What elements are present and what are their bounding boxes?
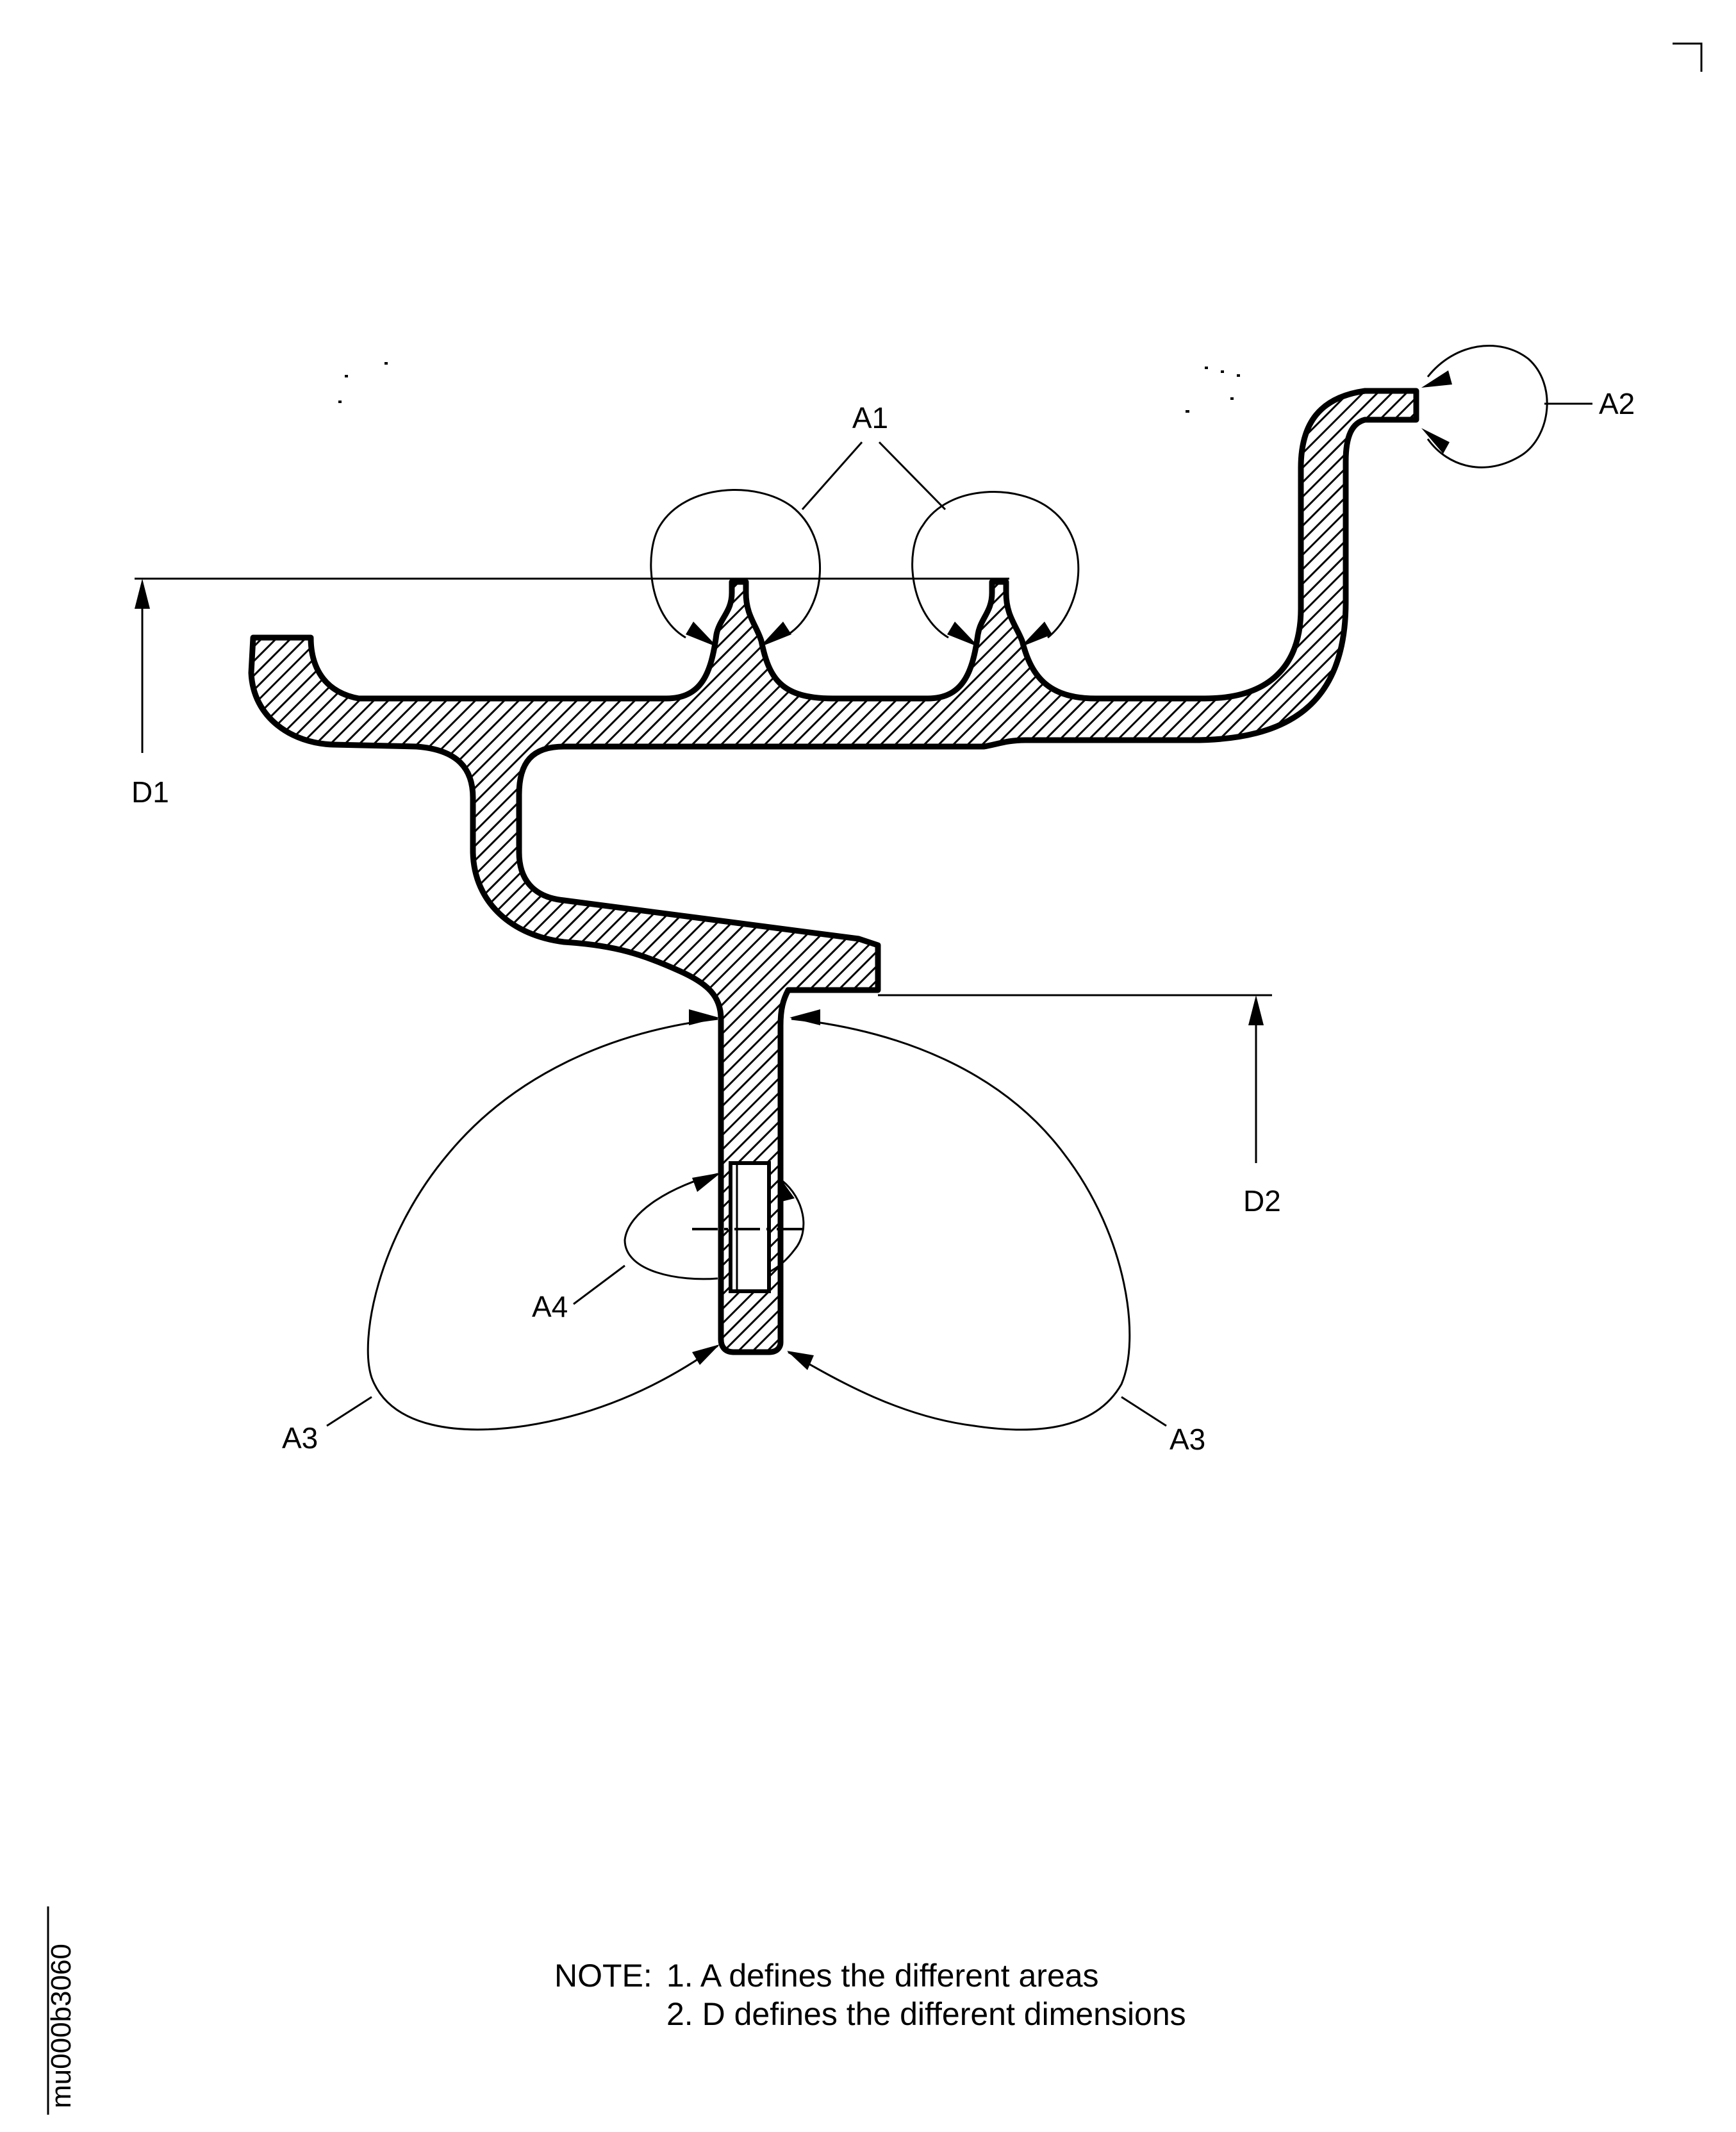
a3-left-loop <box>367 1018 718 1431</box>
label-a1: A1 <box>852 401 888 434</box>
a4-arrow-left <box>692 1173 721 1192</box>
scan-specks <box>338 362 1240 413</box>
casting-cross-section <box>248 388 1419 1355</box>
area-a2-callout <box>1421 345 1592 468</box>
a3-right-arrow-top <box>789 1009 820 1025</box>
a1-left-arrow-2 <box>759 622 791 647</box>
a1-right-arrow-2 <box>1020 622 1052 647</box>
a4-arrow-right <box>779 1176 795 1202</box>
a1-leader-left <box>801 442 863 510</box>
dimension-d1 <box>135 577 1009 753</box>
label-a3-left: A3 <box>282 1421 318 1455</box>
note-line-2: 2. D defines the different dimensions <box>666 1996 1186 2032</box>
corner-mark-top-right <box>1673 42 1703 72</box>
label-a3-right: A3 <box>1170 1423 1205 1456</box>
label-a2: A2 <box>1599 387 1635 420</box>
a3-right-leader <box>1121 1396 1167 1427</box>
d2-arrowhead <box>1248 995 1264 1025</box>
a2-arrow-top <box>1421 370 1452 388</box>
area-a3-callouts <box>326 1009 1167 1431</box>
note-prefix: NOTE: <box>554 1958 652 1994</box>
a3-right-loop <box>788 1018 1131 1431</box>
a3-left-arrow-bottom <box>692 1344 720 1365</box>
a2-circle <box>1426 345 1548 468</box>
a2-arrow-bottom <box>1421 428 1450 454</box>
a4-loop-right <box>768 1179 805 1273</box>
a4-loop-left <box>624 1173 718 1280</box>
d1-arrowhead <box>135 579 150 609</box>
a3-right-arrow-bottom <box>787 1351 814 1370</box>
area-a1-callouts <box>650 441 1080 647</box>
dimension-d2 <box>878 994 1272 1163</box>
label-d2: D2 <box>1243 1184 1281 1218</box>
label-d1: D1 <box>131 775 169 809</box>
a1-left-arrow-1 <box>686 622 718 647</box>
a1-leader-right <box>878 441 947 511</box>
a4-leader <box>573 1264 625 1305</box>
label-a4: A4 <box>532 1290 568 1323</box>
figure-code: mu000b3060 <box>45 1944 77 2108</box>
a1-right-arrow-1 <box>947 622 979 647</box>
note-line-1: 1. A defines the different areas <box>666 1958 1099 1994</box>
notes-block: NOTE: 1. A defines the different areas 2… <box>554 1958 1186 2032</box>
a3-left-arrow-top <box>689 1009 719 1025</box>
area-a4-callout <box>573 1173 805 1305</box>
a3-left-leader <box>326 1396 372 1427</box>
